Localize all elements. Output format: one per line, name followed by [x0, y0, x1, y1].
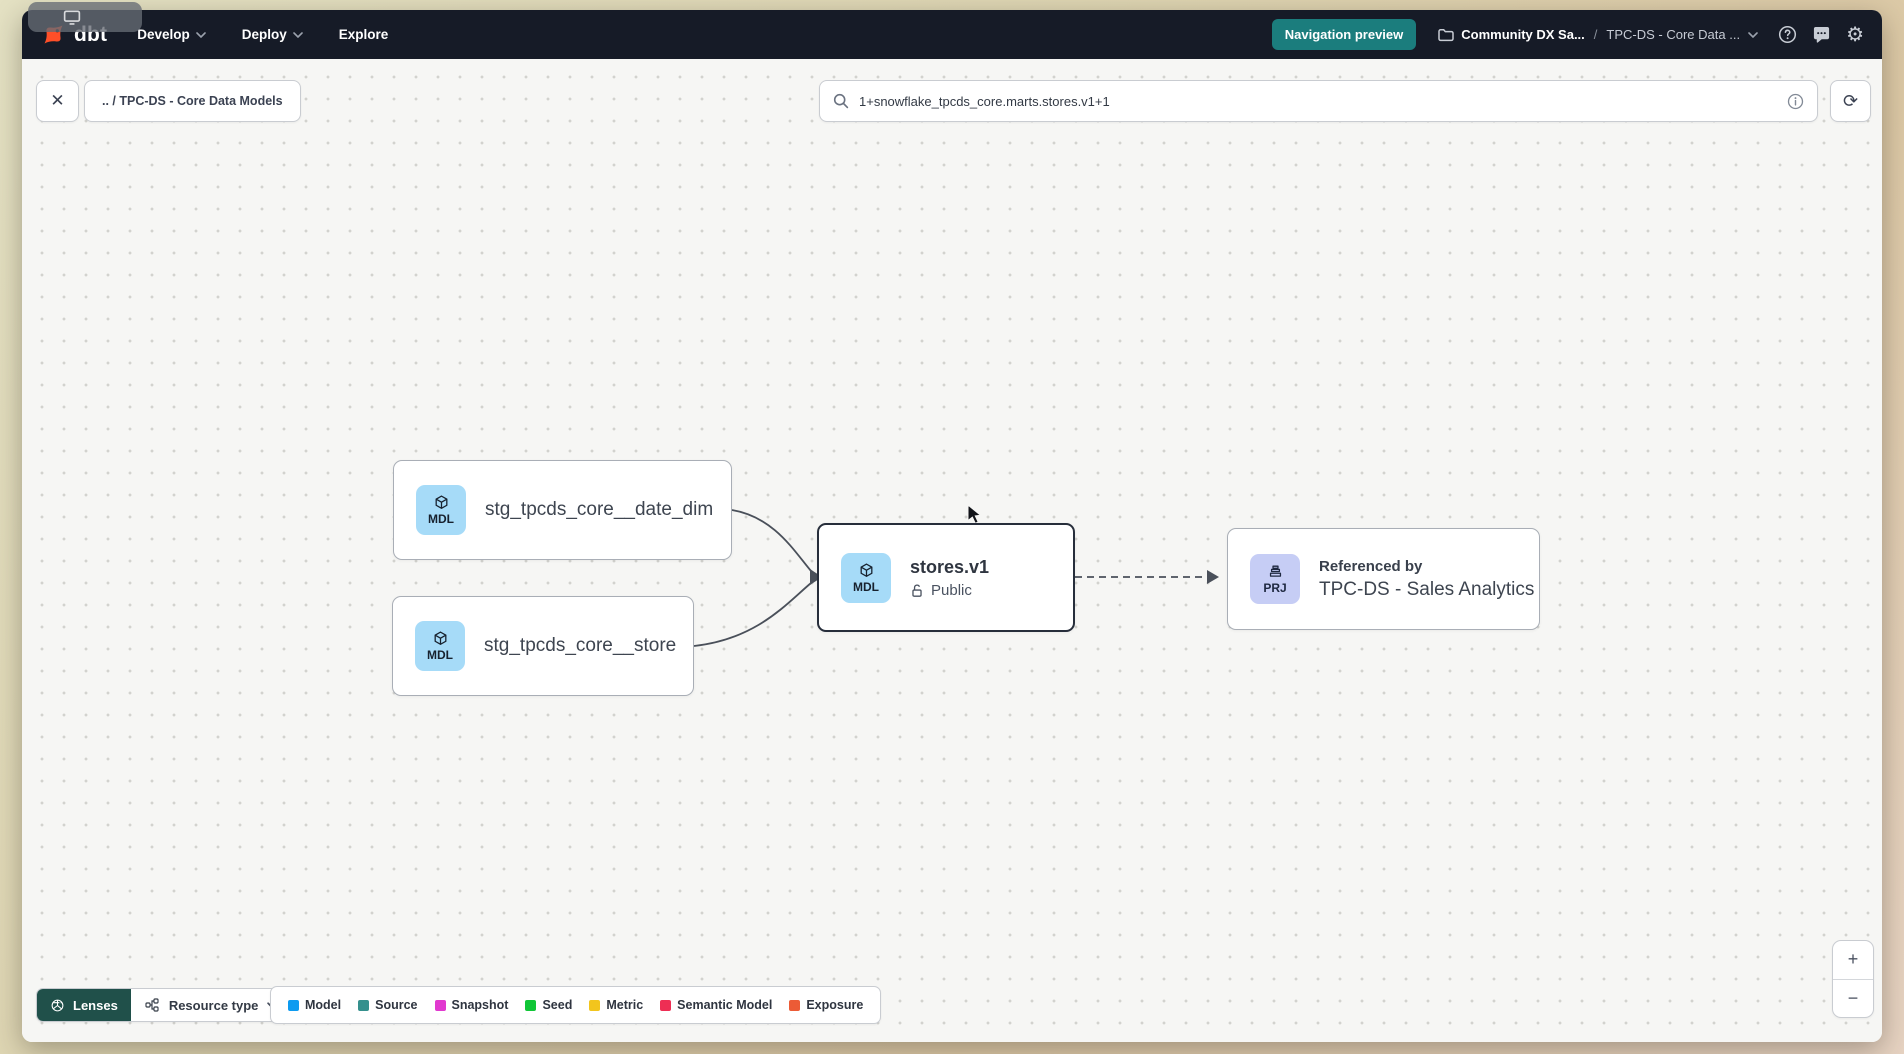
node-title: stg_tpcds_core__store	[484, 635, 677, 656]
node-stg-tpcds-core-date-dim[interactable]: MDL stg_tpcds_core__date_dim	[393, 460, 732, 560]
project-resource-badge: PRJ	[1250, 554, 1300, 604]
cube-icon	[858, 562, 875, 579]
refresh-lineage-button[interactable]: ⟳	[1830, 80, 1871, 122]
resource-type-dropdown[interactable]: Resource type	[130, 989, 292, 1021]
legend-label: Model	[305, 998, 342, 1012]
close-lineage-button[interactable]: ✕	[36, 80, 79, 122]
search-icon	[833, 93, 849, 109]
lenses-button[interactable]: Lenses	[37, 989, 131, 1021]
app-window: dbt Develop Deploy Explore Navigation pr…	[22, 10, 1882, 1042]
parent-folder-chip-label: .. / TPC-DS - Core Data Models	[102, 94, 283, 108]
badge-label: MDL	[427, 648, 453, 662]
legend-swatch	[434, 999, 446, 1011]
top-nav: dbt Develop Deploy Explore Navigation pr…	[22, 10, 1882, 59]
model-resource-badge: MDL	[841, 552, 891, 603]
nav-menu-explore[interactable]: Explore	[339, 27, 389, 42]
legend-swatch	[589, 999, 601, 1011]
badge-label: PRJ	[1263, 581, 1287, 595]
screen-share-indicator	[28, 2, 142, 32]
legend-item-seed: Seed	[525, 998, 572, 1012]
breadcrumb-section[interactable]: TPC-DS - Core Data ...	[1606, 27, 1758, 42]
legend-swatch	[525, 999, 537, 1011]
folder-icon	[1438, 28, 1455, 42]
legend-label: Semantic Model	[677, 998, 773, 1012]
resource-type-legend: Model Source Snapshot Seed Metric Semant…	[270, 986, 882, 1024]
legend-item-source: Source	[358, 998, 418, 1012]
feedback-icon[interactable]	[1812, 26, 1831, 44]
legend-item-snapshot: Snapshot	[434, 998, 509, 1012]
node-title: stg_tpcds_core__date_dim	[485, 499, 714, 520]
cube-icon	[433, 494, 450, 511]
close-icon: ✕	[50, 91, 65, 110]
refresh-icon: ⟳	[1842, 90, 1859, 111]
graph-nodes-icon	[144, 997, 160, 1013]
legend-label: Snapshot	[451, 998, 509, 1012]
arrowhead-into-project	[1207, 570, 1219, 584]
nav-menu-deploy-label: Deploy	[241, 27, 287, 42]
legend-label: Exposure	[806, 998, 864, 1012]
parent-folder-chip[interactable]: .. / TPC-DS - Core Data Models	[84, 80, 301, 122]
node-visibility: Public	[910, 582, 989, 599]
lineage-canvas[interactable]: ✕ .. / TPC-DS - Core Data Models 1+snowf…	[22, 59, 1882, 1042]
breadcrumb-project[interactable]: Community DX Sa...	[1438, 27, 1585, 42]
visibility-label: Public	[931, 581, 972, 599]
legend-item-exposure: Exposure	[789, 998, 863, 1012]
lineage-selector-input[interactable]: 1+snowflake_tpcds_core.marts.stores.v1+1	[819, 80, 1818, 122]
legend-swatch	[288, 999, 299, 1011]
legend-swatch	[358, 999, 370, 1011]
chevron-down-icon	[1748, 31, 1758, 38]
nav-menu-develop[interactable]: Develop	[137, 27, 206, 42]
edge-store-to-stores	[693, 582, 812, 647]
legend-item-model: Model	[288, 998, 341, 1012]
node-title: stores.v1	[910, 556, 990, 577]
legend-swatch	[660, 999, 672, 1011]
zoom-in-button[interactable]: +	[1847, 949, 1859, 970]
breadcrumb-separator: /	[1593, 27, 1598, 42]
edge-date-dim-to-stores	[731, 509, 812, 572]
badge-label: MDL	[853, 579, 879, 594]
lens-control-group: Lenses Resource type	[36, 988, 293, 1022]
legend-label: Seed	[542, 998, 573, 1012]
legend-swatch	[789, 999, 801, 1011]
model-resource-badge: MDL	[416, 485, 466, 535]
drawer-stack-icon	[1267, 563, 1284, 580]
zoom-out-button[interactable]: −	[1833, 978, 1873, 1018]
resource-type-label: Resource type	[168, 997, 259, 1013]
legend-label: Metric	[606, 998, 644, 1012]
cube-icon	[432, 630, 449, 647]
nav-menu-deploy[interactable]: Deploy	[242, 27, 303, 42]
zoom-control: + −	[1832, 940, 1874, 1018]
breadcrumb-section-label: TPC-DS - Core Data ...	[1606, 27, 1741, 42]
breadcrumb-project-label: Community DX Sa...	[1461, 27, 1585, 42]
legend-item-semantic-model: Semantic Model	[660, 998, 772, 1012]
info-icon[interactable]	[1787, 93, 1804, 110]
node-title: TPC-DS - Sales Analytics	[1319, 578, 1535, 600]
unlock-icon	[910, 583, 924, 598]
mouse-cursor	[967, 503, 982, 524]
nav-menu-develop-label: Develop	[137, 27, 190, 42]
chevron-down-icon	[195, 31, 206, 38]
monitor-icon	[62, 8, 82, 26]
legend-item-metric: Metric	[589, 998, 643, 1012]
lenses-button-label: Lenses	[73, 997, 118, 1013]
help-icon[interactable]	[1778, 25, 1797, 44]
model-resource-badge: MDL	[415, 621, 465, 671]
node-referenced-by-sales-analytics[interactable]: PRJ Referenced by TPC-DS - Sales Analyti…	[1227, 528, 1540, 630]
breadcrumb: Community DX Sa... / TPC-DS - Core Data …	[1438, 27, 1758, 42]
lens-aperture-icon	[50, 998, 65, 1013]
nav-icon-group: ⚙	[1778, 25, 1864, 45]
selector-value[interactable]: 1+snowflake_tpcds_core.marts.stores.v1+1	[859, 93, 1110, 109]
chevron-down-icon	[292, 31, 303, 38]
node-kicker: Referenced by	[1319, 557, 1423, 575]
badge-label: MDL	[428, 512, 454, 526]
node-stores-v1-selected[interactable]: MDL stores.v1 Public	[817, 523, 1075, 632]
legend-label: Source	[375, 998, 418, 1012]
node-stg-tpcds-core-store[interactable]: MDL stg_tpcds_core__store	[392, 596, 694, 696]
navigation-preview-badge[interactable]: Navigation preview	[1271, 19, 1417, 50]
nav-menu-explore-label: Explore	[338, 27, 389, 42]
settings-gear-icon[interactable]: ⚙	[1846, 23, 1864, 46]
